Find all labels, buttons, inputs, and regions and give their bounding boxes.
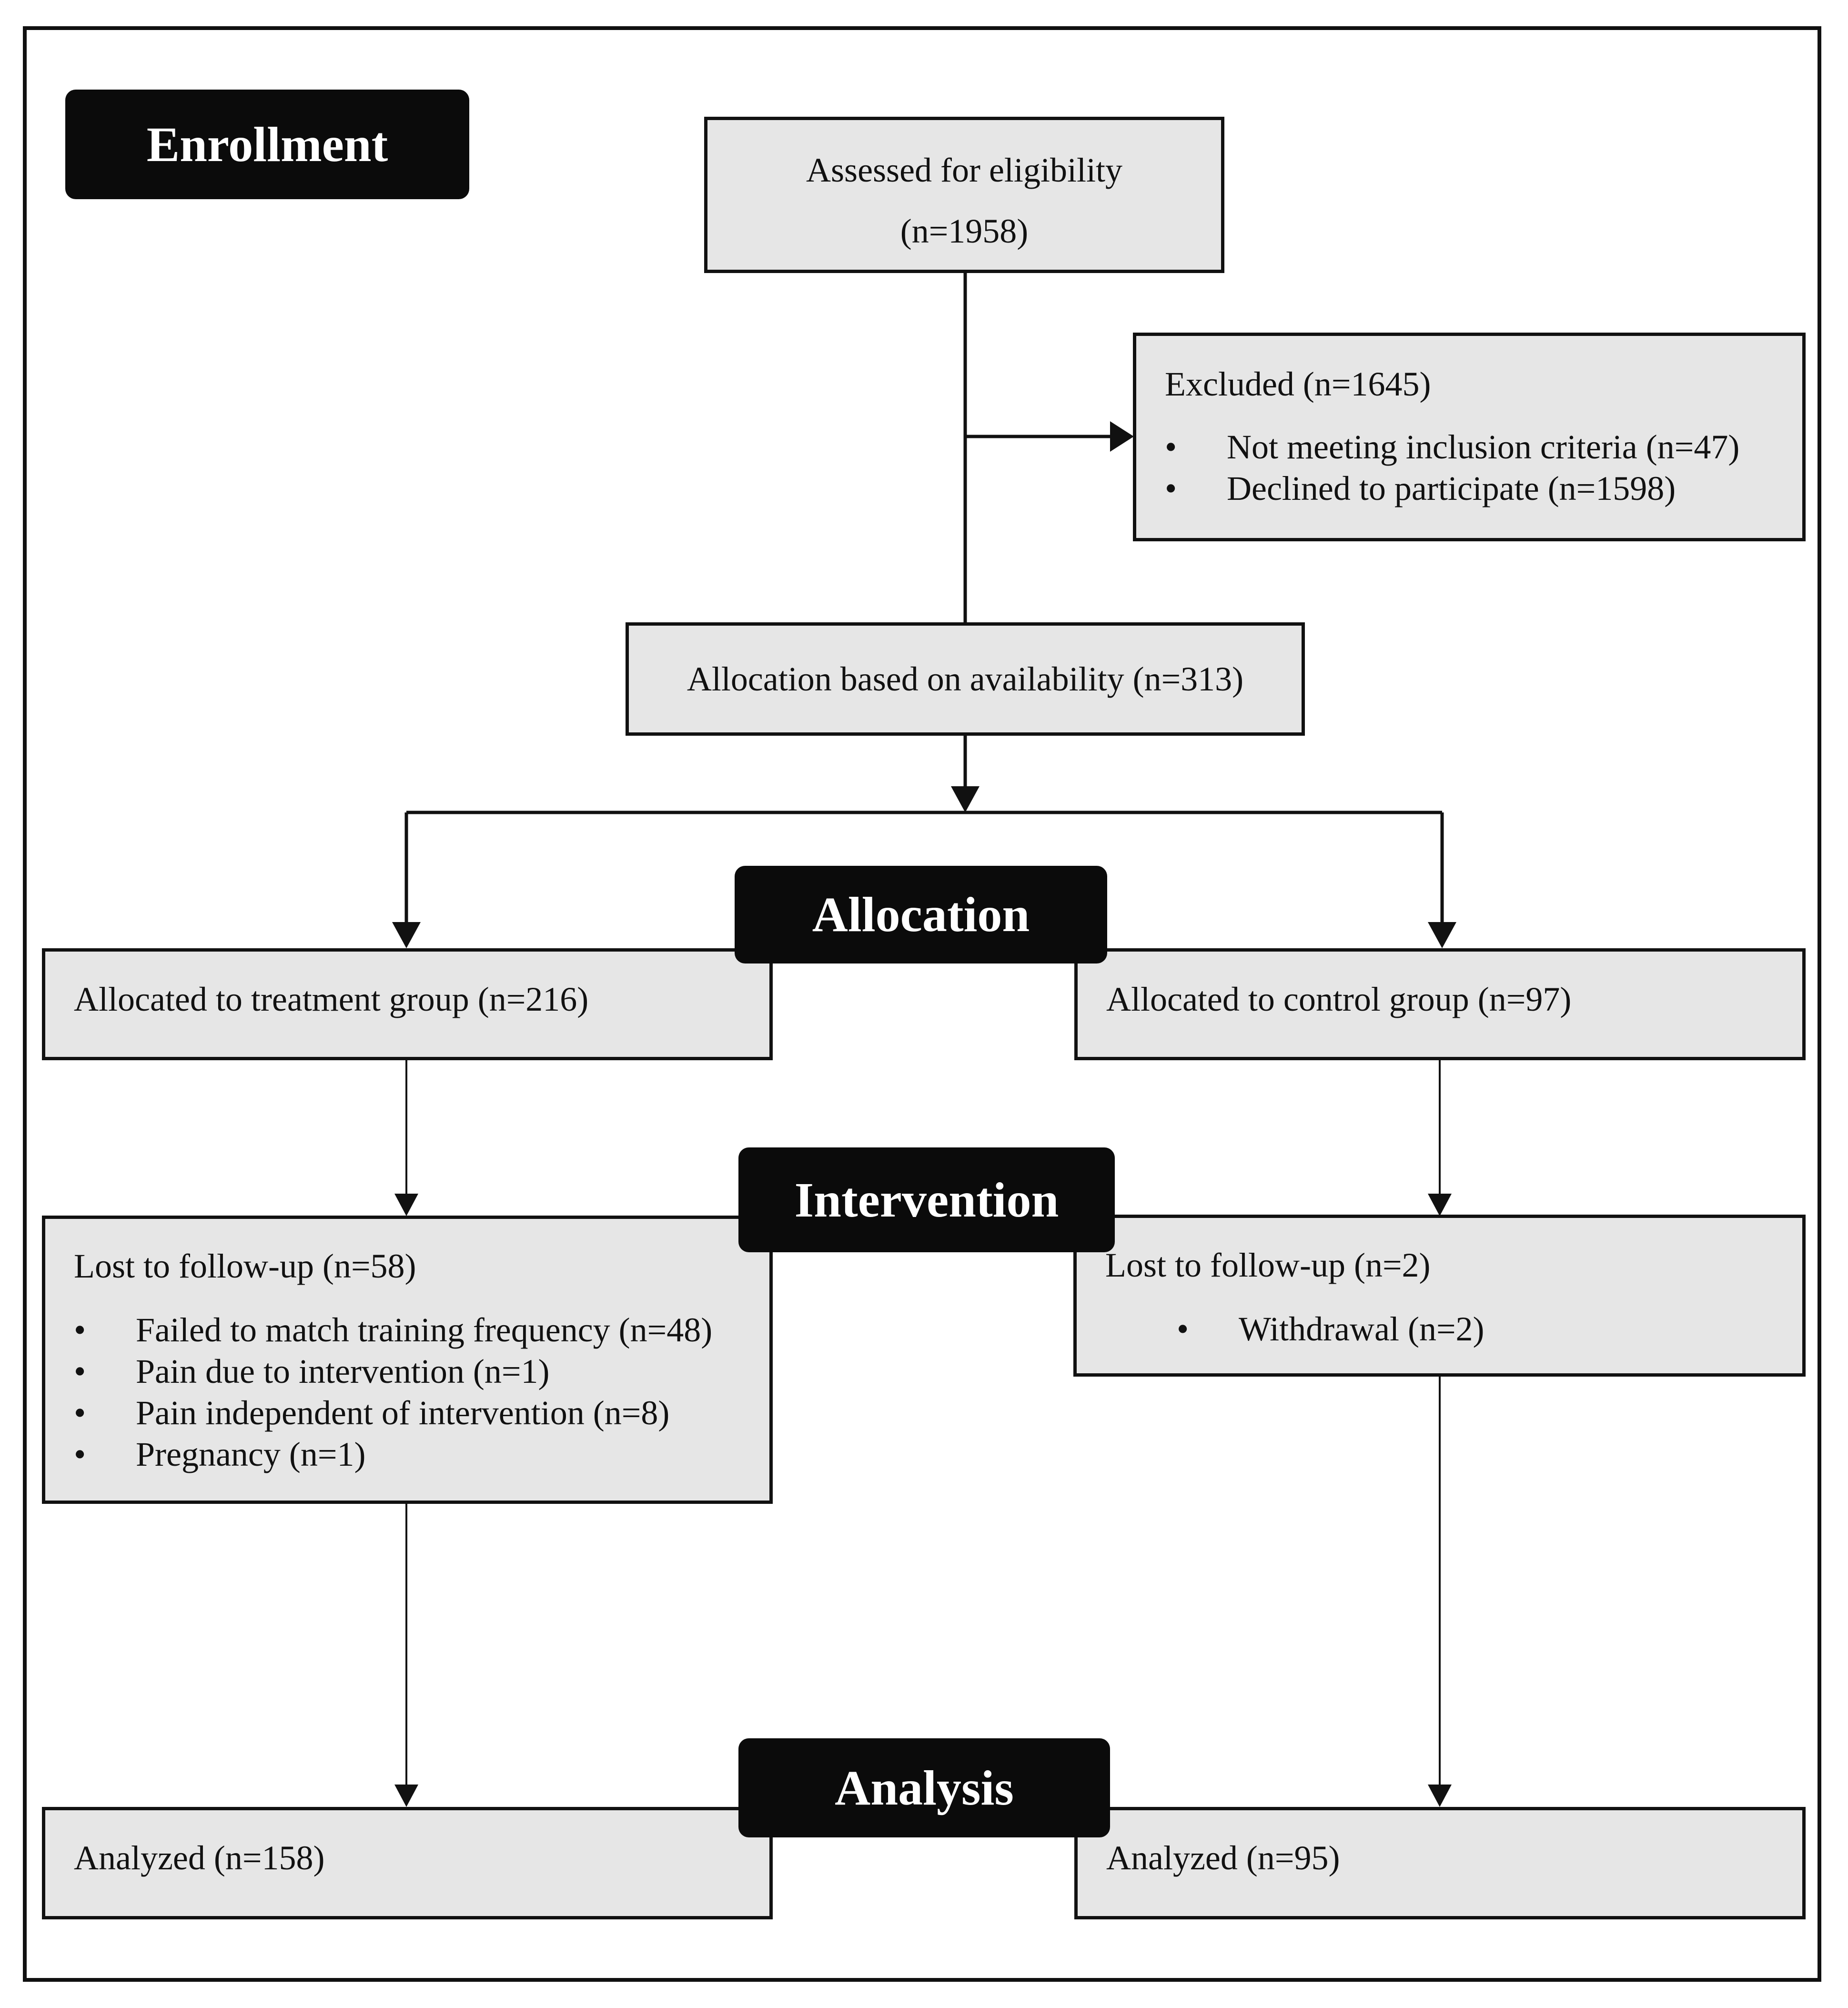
stage-analysis-label: Analysis bbox=[738, 1738, 1110, 1837]
assessed-box: Assessed for eligibility (n=1958) bbox=[704, 117, 1224, 273]
treatment-allocated-box: Allocated to treatment group (n=216) bbox=[42, 948, 773, 1060]
assessed-count: (n=1958) bbox=[900, 212, 1029, 250]
arrowhead-split bbox=[951, 786, 980, 812]
control-lost-title: Lost to follow-up (n=2) bbox=[1105, 1246, 1431, 1284]
control-analyzed-box: Analyzed (n=95) bbox=[1074, 1807, 1806, 1919]
diagram-frame bbox=[23, 26, 1821, 1982]
excluded-reasons: Not meeting inclusion criteria (n=47) De… bbox=[1165, 426, 1793, 509]
excluded-reason-item: Declined to participate (n=1598) bbox=[1165, 468, 1793, 509]
arrowhead-treatment-analyzed bbox=[394, 1785, 418, 1807]
excluded-title: Excluded (n=1645) bbox=[1165, 365, 1431, 403]
control-allocated-box: Allocated to control group (n=97) bbox=[1074, 948, 1806, 1060]
treatment-lost-title: Lost to follow-up (n=58) bbox=[74, 1247, 416, 1285]
treatment-lost-reason-item: Pain independent of intervention (n=8) bbox=[74, 1392, 760, 1434]
arrowhead-excluded bbox=[1110, 421, 1134, 452]
stage-enrollment-label: Enrollment bbox=[65, 90, 469, 199]
treatment-allocated-label: Allocated to treatment group (n=216) bbox=[74, 980, 589, 1018]
allocation-basis-box: Allocation based on availability (n=313) bbox=[626, 622, 1305, 736]
control-lost-reasons: Withdrawal (n=2) bbox=[1177, 1308, 1793, 1350]
arrowhead-control-lost bbox=[1428, 1194, 1452, 1216]
excluded-reason-item: Not meeting inclusion criteria (n=47) bbox=[1165, 426, 1793, 468]
treatment-analyzed-label: Analyzed (n=158) bbox=[74, 1839, 325, 1877]
arrowhead-control-analyzed bbox=[1428, 1785, 1452, 1807]
treatment-lost-reason-item: Failed to match training frequency (n=48… bbox=[74, 1309, 760, 1351]
arrowhead-treatment-lost bbox=[394, 1194, 418, 1216]
assessed-label: Assessed for eligibility bbox=[806, 151, 1122, 189]
control-analyzed-label: Analyzed (n=95) bbox=[1106, 1839, 1340, 1877]
arrowhead-treatment bbox=[392, 922, 421, 948]
treatment-lost-reason-item: Pain due to intervention (n=1) bbox=[74, 1351, 760, 1392]
treatment-analyzed-box: Analyzed (n=158) bbox=[42, 1807, 773, 1919]
stage-intervention-label: Intervention bbox=[738, 1147, 1115, 1252]
treatment-lost-reasons: Failed to match training frequency (n=48… bbox=[74, 1309, 760, 1475]
stage-allocation-label: Allocation bbox=[735, 866, 1107, 963]
control-allocated-label: Allocated to control group (n=97) bbox=[1106, 980, 1572, 1018]
treatment-lost-reason-item: Pregnancy (n=1) bbox=[74, 1434, 760, 1475]
control-lost-box: Lost to follow-up (n=2) Withdrawal (n=2) bbox=[1073, 1215, 1806, 1377]
arrowhead-control bbox=[1428, 922, 1456, 948]
treatment-lost-box: Lost to follow-up (n=58) Failed to match… bbox=[42, 1216, 773, 1504]
excluded-box: Excluded (n=1645) Not meeting inclusion … bbox=[1133, 333, 1806, 541]
allocation-basis-label: Allocation based on availability (n=313) bbox=[687, 659, 1244, 698]
control-lost-reason-item: Withdrawal (n=2) bbox=[1177, 1308, 1793, 1350]
